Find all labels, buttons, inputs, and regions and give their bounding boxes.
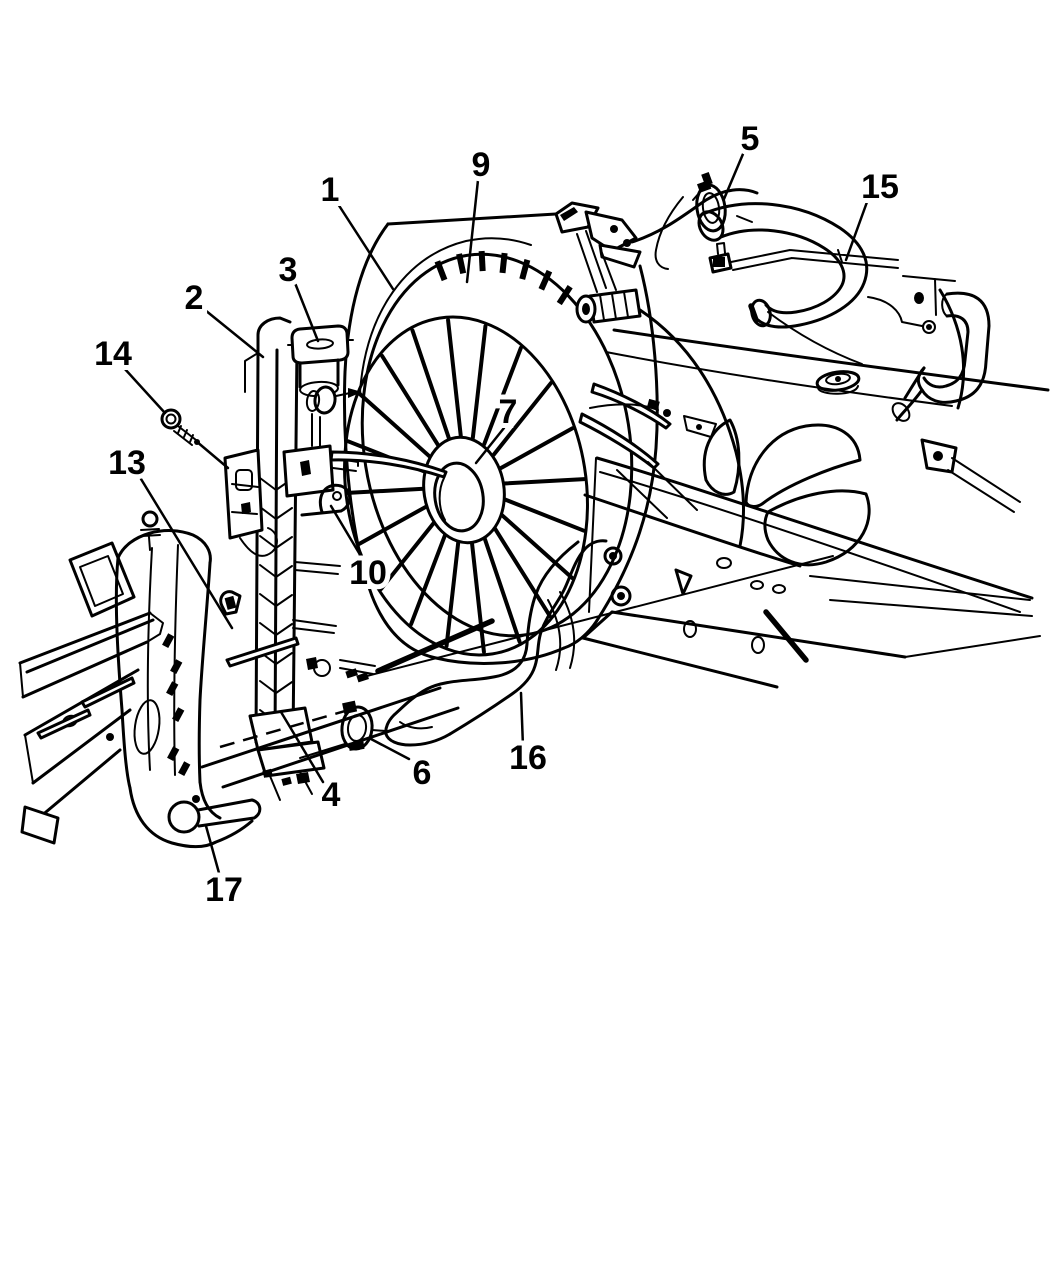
callout-label-2: 2 bbox=[185, 279, 204, 317]
fan-blade bbox=[490, 522, 552, 619]
callout-leader-4 bbox=[279, 710, 325, 784]
callout-label-13: 13 bbox=[108, 444, 146, 482]
core-fin bbox=[259, 593, 293, 607]
callout-label-10: 10 bbox=[349, 554, 387, 592]
callout-label-17: 17 bbox=[205, 871, 243, 909]
callout-label-3: 3 bbox=[279, 251, 298, 289]
fan-blade bbox=[409, 525, 450, 627]
fan-blade bbox=[469, 533, 486, 654]
fan-blade bbox=[380, 353, 442, 450]
diagonal-brace bbox=[345, 555, 834, 683]
lower-crossmember bbox=[200, 636, 460, 789]
callout-leader-15 bbox=[844, 200, 869, 262]
callout-label-16: 16 bbox=[509, 739, 547, 777]
callout-leader-6 bbox=[369, 737, 411, 761]
callout-leader-16 bbox=[519, 691, 525, 749]
fan-blade bbox=[444, 532, 462, 648]
hose-clamp-6 bbox=[340, 700, 387, 751]
seal-tick bbox=[499, 252, 508, 274]
core-fin bbox=[259, 506, 293, 520]
fan-blade bbox=[345, 486, 431, 495]
callout-label-9: 9 bbox=[472, 146, 491, 184]
callout-label-6: 6 bbox=[413, 754, 432, 792]
callout-label-1: 1 bbox=[321, 171, 340, 209]
engine-assembly bbox=[547, 188, 1050, 671]
frame-rails bbox=[581, 456, 1041, 689]
left-frame-rail bbox=[18, 611, 164, 845]
callout-leader-7 bbox=[474, 426, 506, 465]
seal-tick bbox=[538, 269, 553, 291]
support-bracket bbox=[68, 510, 262, 849]
core-fin bbox=[259, 680, 293, 694]
fan-blade bbox=[379, 515, 441, 592]
fan-blade bbox=[446, 318, 463, 439]
seal-tick bbox=[556, 285, 573, 306]
callout-leader-14 bbox=[122, 366, 167, 415]
shroud-seal-ticks bbox=[434, 250, 573, 306]
callout-label-15: 15 bbox=[861, 168, 899, 206]
callout-label-7: 7 bbox=[499, 393, 518, 431]
lower-hose bbox=[384, 539, 608, 747]
callout-label-14: 14 bbox=[94, 335, 132, 373]
fan-blade bbox=[491, 380, 553, 457]
seal-tick bbox=[478, 250, 486, 272]
fan-blade bbox=[482, 345, 523, 447]
core-fin bbox=[259, 622, 293, 636]
core-fin bbox=[259, 564, 293, 578]
callout-leader-9 bbox=[465, 178, 480, 284]
hose-clamp-5 bbox=[692, 171, 753, 233]
callout-leader-1 bbox=[336, 202, 395, 291]
callout-leader-2 bbox=[203, 308, 265, 359]
callout-leader-3 bbox=[293, 281, 320, 343]
fan-blade bbox=[410, 328, 452, 442]
fan-blade bbox=[357, 501, 434, 546]
fan bbox=[343, 315, 672, 657]
callout-leader-13 bbox=[139, 477, 234, 630]
fan-blade bbox=[501, 477, 587, 486]
callout-leader-5 bbox=[722, 152, 745, 201]
fan-blade bbox=[480, 530, 522, 644]
mounting-screw bbox=[160, 408, 200, 446]
callout-leader-14 bbox=[194, 439, 230, 470]
seal-tick bbox=[456, 253, 467, 275]
fan-blade bbox=[497, 511, 575, 580]
seal-tick bbox=[434, 260, 448, 282]
callout-label-5: 5 bbox=[741, 120, 760, 158]
seal-tick bbox=[519, 259, 531, 280]
callout-leader-10 bbox=[329, 504, 364, 560]
fan-blade bbox=[501, 496, 586, 533]
fan-blade bbox=[470, 324, 488, 440]
callout-leader-17 bbox=[204, 824, 221, 875]
callout-label-4: 4 bbox=[322, 776, 341, 814]
bracket-rivets bbox=[162, 633, 191, 777]
radiator-core-fins bbox=[259, 477, 293, 723]
fan-shroud bbox=[342, 201, 659, 665]
fan-blade bbox=[357, 392, 435, 461]
fan-blade bbox=[498, 426, 575, 471]
